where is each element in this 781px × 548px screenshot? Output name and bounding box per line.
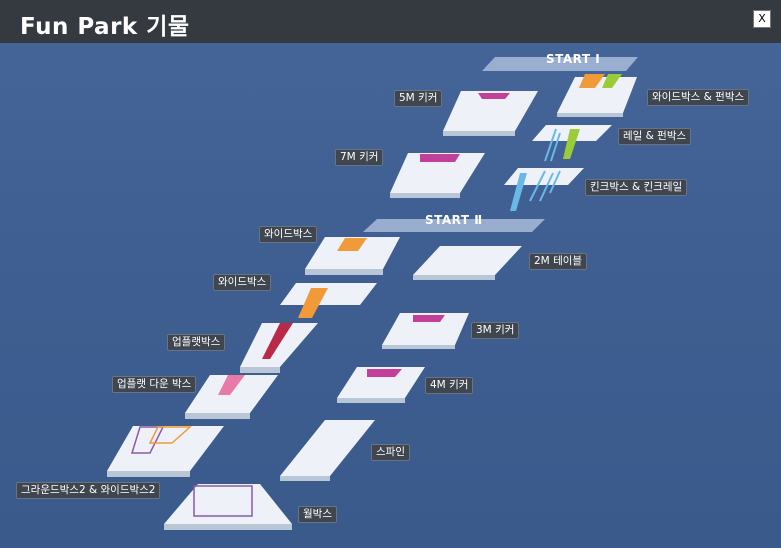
start-1-label: START Ⅰ	[546, 52, 601, 66]
upflat-box	[240, 323, 318, 373]
kicker-5m	[443, 91, 538, 136]
label-widebox-2: 와이드박스	[213, 274, 272, 291]
label-upflat-down-box: 업플랫 다운 박스	[112, 376, 197, 393]
label-wallbox: 월박스	[298, 506, 337, 523]
label-upflat-box: 업플랫박스	[167, 334, 226, 351]
window-title: Fun Park 기물	[20, 14, 190, 40]
start-2-label: START Ⅱ	[425, 213, 483, 227]
label-5m-kicker: 5M 키커	[394, 90, 443, 107]
start-1-bar	[482, 57, 638, 71]
kicker-3m	[382, 313, 469, 349]
groundbox-widebox	[107, 426, 224, 477]
label-spine: 스파인	[371, 444, 410, 461]
kicker-7m	[390, 153, 485, 198]
label-groundbox-widebox: 그라운드박스2 & 와이드박스2	[16, 482, 161, 499]
kicker-4m	[337, 367, 425, 403]
label-4m-kicker: 4M 키커	[425, 377, 474, 394]
label-widebox-1: 와이드박스	[259, 226, 318, 243]
widebox-funbox	[557, 74, 637, 117]
wallbox	[164, 484, 292, 530]
table-2m	[413, 246, 522, 280]
park-diagram	[107, 57, 638, 530]
label-kinkbox-kinkrail: 킨크박스 & 킨크레일	[585, 179, 688, 196]
rail-funbox	[532, 125, 612, 162]
label-rail-funbox: 레일 & 펀박스	[618, 128, 692, 145]
upflat-down-box	[185, 375, 278, 419]
spine	[280, 420, 375, 481]
start-2-bar	[363, 219, 545, 232]
label-7m-kicker: 7M 키커	[335, 149, 384, 166]
label-3m-kicker: 3M 키커	[471, 322, 520, 339]
label-widebox-funbox: 와이드박스 & 펀박스	[647, 89, 750, 106]
widebox-2	[280, 283, 377, 318]
label-table-2m: 2M 테이블	[529, 253, 588, 270]
title-bar: Fun Park 기물 X	[0, 0, 781, 43]
kinkbox-kinkrail	[504, 168, 584, 211]
close-button[interactable]: X	[753, 10, 771, 28]
widebox-1	[305, 237, 400, 275]
